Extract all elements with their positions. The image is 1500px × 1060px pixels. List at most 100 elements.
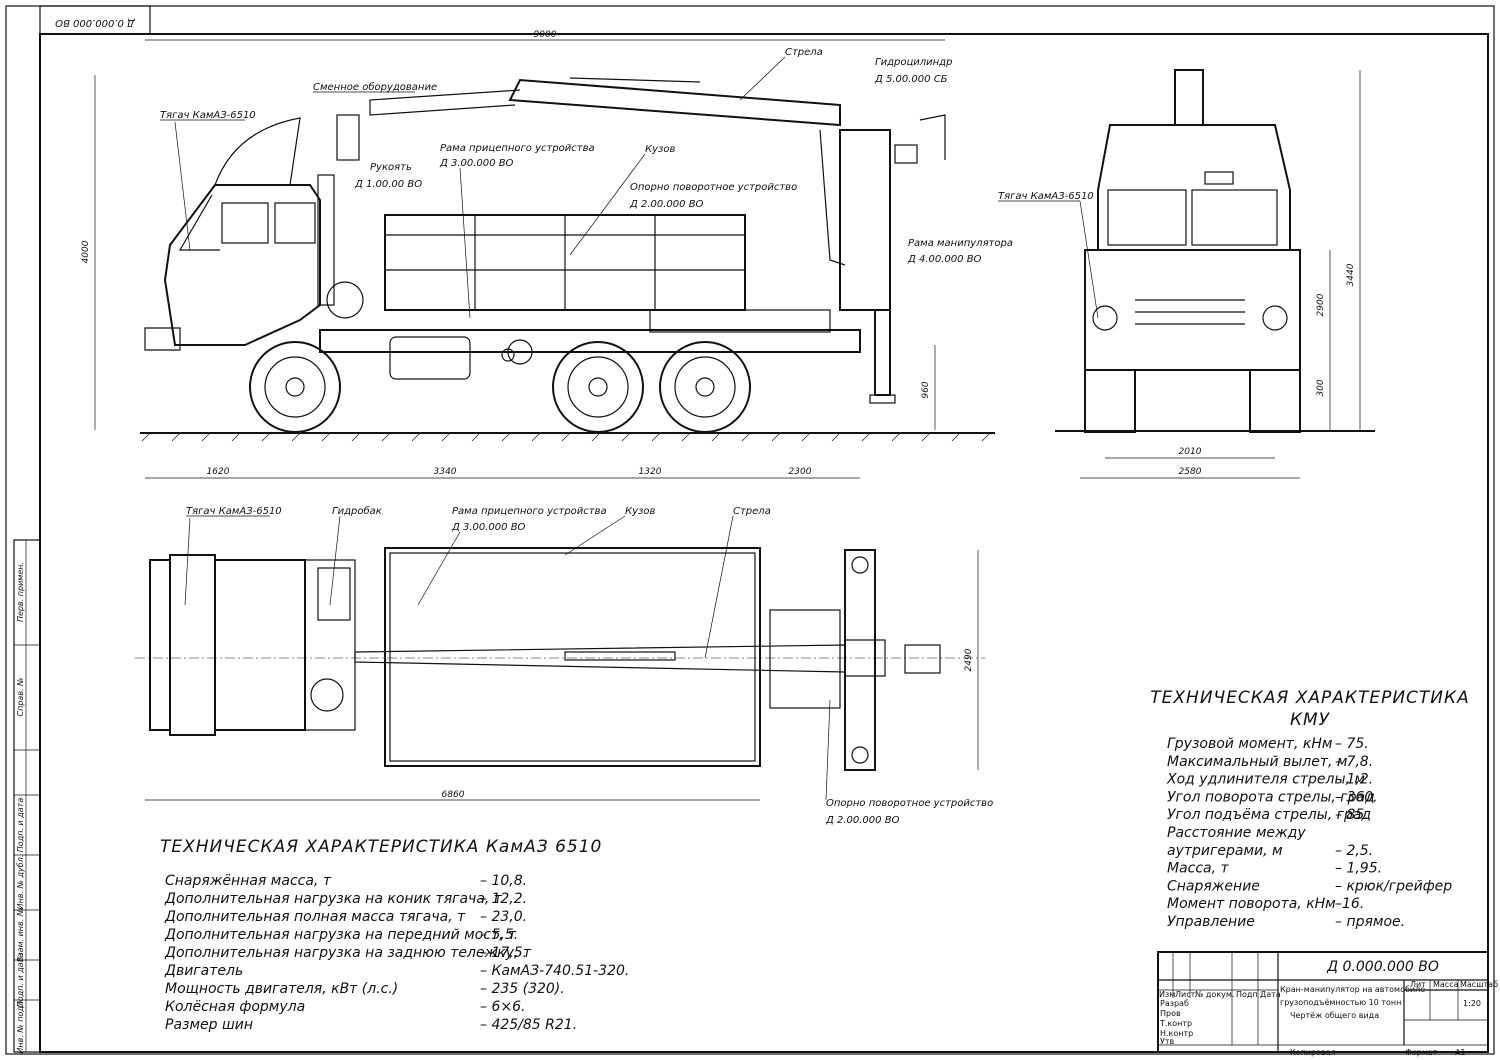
cab-tilted-hood (214, 117, 301, 186)
dim-mid: 3340 (434, 467, 457, 477)
kamaz-row-value-7: – 6×6. (480, 999, 525, 1015)
kmu-row-name-1: Максимальный вылет, м (1167, 754, 1348, 770)
label-rama-pric-code: Д 3.00.000 ВО (439, 158, 514, 169)
kmu-row-value-10: – прямое. (1335, 914, 1405, 930)
boom-cylinder (569, 77, 701, 83)
rotator-grapple (336, 114, 360, 161)
label-opora: Опорно поворотное устройство (630, 182, 797, 193)
kmu-row-value-4: – 85. (1335, 807, 1369, 823)
kmu-row-name-6: аутригерами, м (1167, 843, 1283, 859)
ss-cell-2: Справ. № (16, 678, 25, 717)
title-block: Д 0.000.000 ВО Кран-манипулятор на автом… (1157, 951, 1498, 1057)
chassis-frame (319, 329, 861, 353)
side-stamp: Перв. примен. Справ. № Подп. и дата Инв.… (13, 539, 41, 1054)
top-bumper (149, 559, 171, 731)
tb-frame (1157, 951, 1489, 1053)
stamp-box (39, 5, 151, 35)
rear-wheel-1 (552, 341, 644, 433)
spec-kamaz: ТЕХНИЧЕСКАЯ ХАРАКТЕРИСТИКА КамАЗ 6510 Сн… (160, 837, 629, 1033)
headlight-right (1262, 305, 1288, 331)
spec-kamaz-title: ТЕХНИЧЕСКАЯ ХАРАКТЕРИСТИКА КамАЗ 6510 (160, 837, 602, 857)
seat-back (919, 114, 946, 160)
cab-window-right (274, 202, 316, 244)
ss-cell-3: Подп. и дата (16, 798, 25, 853)
tb-role-5: Утв (1160, 1037, 1175, 1046)
kmu-row-value-0: – 75. (1335, 736, 1369, 752)
rear-wheel-2 (659, 341, 751, 433)
tb-name-2: грузоподъёмностью 10 тонн (1280, 998, 1401, 1007)
kamaz-row-name-5: Двигатель (164, 963, 243, 979)
leader-tyagach-2 (174, 121, 191, 251)
tb-format: Формат (1405, 1048, 1438, 1057)
tb-col-list: Лист (1175, 990, 1196, 999)
side-stamp-frame (13, 539, 41, 1053)
tb-col-doc: № докум. (1195, 990, 1234, 999)
top-crane-base (769, 609, 841, 709)
front-window-right (1191, 189, 1278, 246)
kamaz-row-name-1: Дополнительная нагрузка на коник тягача,… (164, 891, 503, 907)
label-tyagach: Тягач КамАЗ-6510 (160, 110, 256, 121)
top-label-tyagach: Тягач КамАЗ-6510 (186, 506, 282, 517)
kamaz-row-value-4: – 17,5. (480, 945, 527, 961)
tb-role-2: Пров (1160, 1009, 1181, 1018)
label-kuzov: Кузов (645, 144, 675, 155)
dim-height: 4000 (81, 240, 91, 263)
top-label-rama-code: Д 3.00.000 ВО (451, 522, 526, 533)
dim-cab-h: 2900 (1316, 293, 1326, 316)
top-label-gidrobak: Гидробак (332, 505, 382, 517)
label-strela: Стрела (785, 47, 823, 58)
kmu-row-name-10: Управление (1167, 914, 1255, 930)
dim-rear: 2300 (789, 467, 812, 477)
kamaz-row-name-6: Мощность двигателя, кВт (л.с.) (165, 981, 398, 997)
ss-cell-1: Перв. примен. (16, 562, 25, 622)
kamaz-row-name-0: Снаряжённая масса, т (165, 873, 332, 889)
label-gidrocil: Гидроцилиндр (875, 57, 952, 68)
dim-axle: 1320 (639, 467, 662, 477)
crane-column (839, 129, 891, 311)
kmu-row-value-7: – 1,95. (1335, 861, 1382, 877)
front-exhaust (1174, 69, 1204, 126)
top-jib-end (904, 644, 941, 674)
ss-cell-5: Взам. инв. № (16, 908, 25, 962)
ss-cell-4: Инв. № дубл. (16, 855, 25, 910)
kmu-row-value-6: – 2,5. (1335, 843, 1373, 859)
top-leader-gidrobak (329, 515, 341, 606)
kmu-row-value-8: – крюк/грейфер (1335, 878, 1452, 894)
dim-total-h: 3440 (1346, 263, 1356, 286)
kamaz-row-value-8: – 425/85 R21. (480, 1017, 577, 1033)
tb-name-1: Кран-манипулятор на автомобиле (1280, 985, 1425, 994)
kamaz-row-value-3: – 5,5. (480, 927, 518, 943)
label-rukoyat: Рукоять (370, 162, 412, 173)
ground-hatch (141, 432, 991, 442)
operator-seat (894, 144, 918, 164)
hydraulic-hose (819, 129, 846, 266)
top-leader-kuzov (564, 515, 626, 556)
dim-track: 2010 (1179, 447, 1202, 457)
cab-marker-light (1204, 171, 1234, 185)
cab-body (163, 184, 321, 346)
kmu-row-name-8: Снаряжение (1167, 878, 1260, 894)
top-outrigger-pad-1 (851, 556, 869, 574)
headlight-left (1092, 305, 1118, 331)
top-boom-cylinder (564, 651, 676, 661)
spec-kmu-title-2: КМУ (1290, 710, 1331, 730)
leader-rama-pric (459, 167, 471, 319)
hitch-frame (649, 309, 831, 333)
outer-frame (5, 5, 1495, 1055)
top-label-rama: Рама прицепного устройства (452, 506, 607, 517)
tb-code: Д 0.000.000 ВО (1326, 959, 1439, 975)
top-leader-strela (704, 515, 734, 659)
kamaz-row-name-2: Дополнительная полная масса тягача, т (164, 909, 466, 925)
spec-kmu: ТЕХНИЧЕСКАЯ ХАРАКТЕРИСТИКА КМУ Грузовой … (1150, 688, 1468, 930)
kamaz-row-value-0: – 10,8. (480, 873, 527, 889)
kmu-row-name-7: Масса, т (1167, 861, 1230, 877)
jib (369, 89, 521, 116)
kmu-row-name-9: Момент поворота, кНм (1167, 896, 1336, 912)
kmu-row-value-3: – 360. (1335, 789, 1378, 805)
tb-col-lit: Лит (1410, 980, 1426, 989)
tb-role-1: Разраб (1160, 999, 1189, 1008)
kamaz-row-value-6: – 235 (320). (480, 981, 565, 997)
cab-window-left (221, 202, 269, 244)
tb-col-izm: Изм (1159, 990, 1175, 999)
dim-outrigger: 960 (921, 381, 931, 398)
